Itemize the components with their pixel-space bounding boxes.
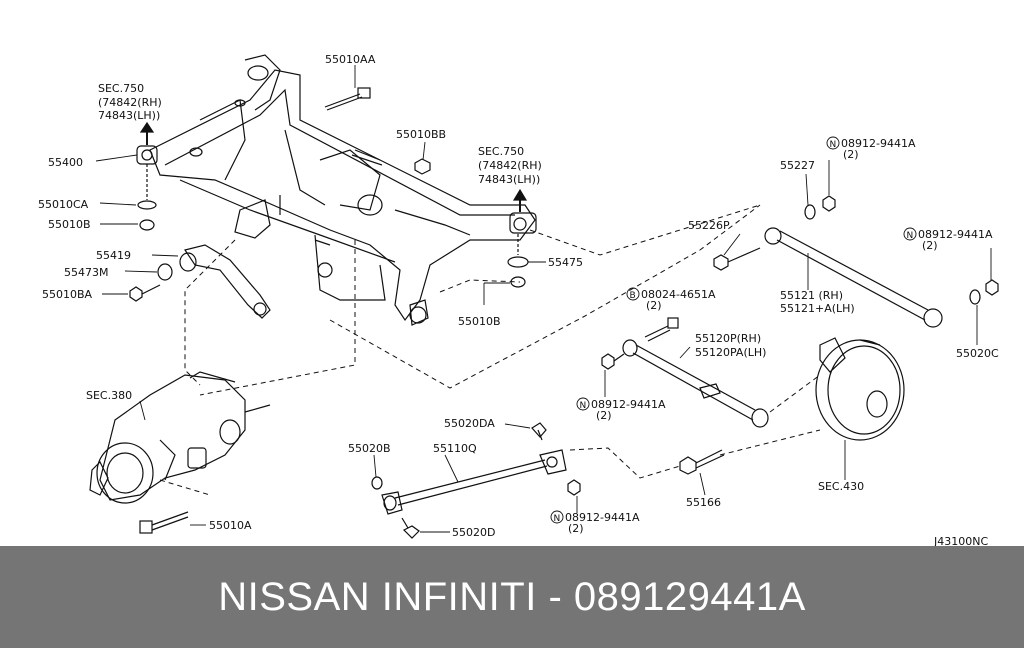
nut-08912-right [985,279,999,296]
label-sec750-right-3: 74843(LH)) [478,173,540,186]
parts-diagram: SEC.750 (74842(RH) 74843(LH)) 55010AA 55… [38,53,999,546]
arrow-up-icon [512,188,528,212]
label-nut-top: 08912-9441A [841,137,916,150]
differential-assembly [89,371,271,504]
washer-55020B [371,476,383,490]
label-55475: 55475 [548,256,583,269]
link-55121 [764,227,943,328]
label-55120-lh: 55120PA(LH) [695,346,766,359]
label-55010BA: 55010BA [42,288,93,301]
n-badge-icon: N [576,397,590,411]
nut-08912-top [822,195,836,212]
label-55227: 55227 [780,159,815,172]
label-nut-mid: 08912-9441A [591,398,666,411]
label-sec750-left-1: SEC.750 [98,82,144,95]
label-55010A: 55010A [209,519,252,532]
svg-text:N: N [907,231,914,241]
label-sec750-right-2: (74842(RH) [478,159,542,172]
bolt-55166 [679,449,725,475]
label-55121-rh: 55121 (RH) [780,289,843,302]
leader-lines [95,65,992,533]
washer-55227 [804,204,816,220]
label-55110Q: 55110Q [433,442,477,455]
label-nut-mid-qty: (2) [596,409,612,422]
label-55010B-mid: 55010B [458,315,501,328]
diagram-code: J43100NC [933,535,988,546]
label-55400: 55400 [48,156,83,169]
bolt-08024-4651A [644,317,679,342]
label-nut-right-qty: (2) [922,239,938,252]
bolt-55010A [139,511,189,534]
label-bolt-b: 08024-4651A [641,288,716,301]
label-sec430: SEC.430 [818,480,864,493]
label-nut-bottom-qty: (2) [568,522,584,535]
footer-title: NISSAN INFINITI - 089129441A [218,574,806,619]
label-55473M: 55473M [64,266,108,279]
label-sec750-right-1: SEC.750 [478,145,524,158]
bolt-55010AA [324,87,371,111]
rear-axle-hub [815,337,905,441]
washer-55020C [969,289,981,305]
rear-suspension-member [149,54,536,326]
label-55010AA: 55010AA [325,53,376,66]
link-55120 [601,339,769,428]
label-55121-lh: 55121+A(LH) [780,302,855,315]
n-badge-icon: N [826,136,840,150]
svg-text:N: N [580,401,587,411]
svg-text:N: N [830,140,837,150]
label-55020B: 55020B [348,442,391,455]
guide-lines [159,204,821,496]
label-sec380: SEC.380 [86,389,132,402]
label-55419: 55419 [96,249,131,262]
n-badge-icon: N [550,510,564,524]
label-55010CA: 55010CA [38,198,89,211]
arrow-up-icon [139,121,155,145]
n-badge-icon: N [903,227,917,241]
label-55010BB: 55010BB [396,128,446,141]
footer-bar: NISSAN INFINITI - 089129441A [0,546,1024,648]
bolt-55020DA [531,422,547,441]
link-55110Q [381,449,567,515]
link-55419 [129,244,271,319]
label-nut-right: 08912-9441A [918,228,993,241]
nut-08912-bottom [567,479,581,496]
label-55020DA: 55020DA [444,417,495,430]
bolt-55226P [713,247,761,271]
stud-bolts [351,149,383,166]
label-sec750-left-2: (74842(RH) [98,96,162,109]
callout-labels: SEC.750 (74842(RH) 74843(LH)) 55010AA 55… [38,53,999,546]
svg-text:N: N [554,514,561,524]
label-55226P: 55226P [688,219,730,232]
label-nut-top-qty: (2) [843,148,859,161]
svg-text:B: B [630,291,636,301]
b-badge-icon: B [626,287,640,301]
nut-55010BB [414,158,431,175]
label-55166: 55166 [686,496,721,509]
label-55020D: 55020D [452,526,495,539]
label-55120-rh: 55120P(RH) [695,332,761,345]
label-nut-bottom: 08912-9441A [565,511,640,524]
label-sec750-left-3: 74843(LH)) [98,109,160,122]
bolt-55020D [401,517,420,539]
mount-bushing-left [136,145,158,231]
label-bolt-b-qty: (2) [646,299,662,312]
label-55020C: 55020C [956,347,999,360]
label-55010B-top: 55010B [48,218,91,231]
